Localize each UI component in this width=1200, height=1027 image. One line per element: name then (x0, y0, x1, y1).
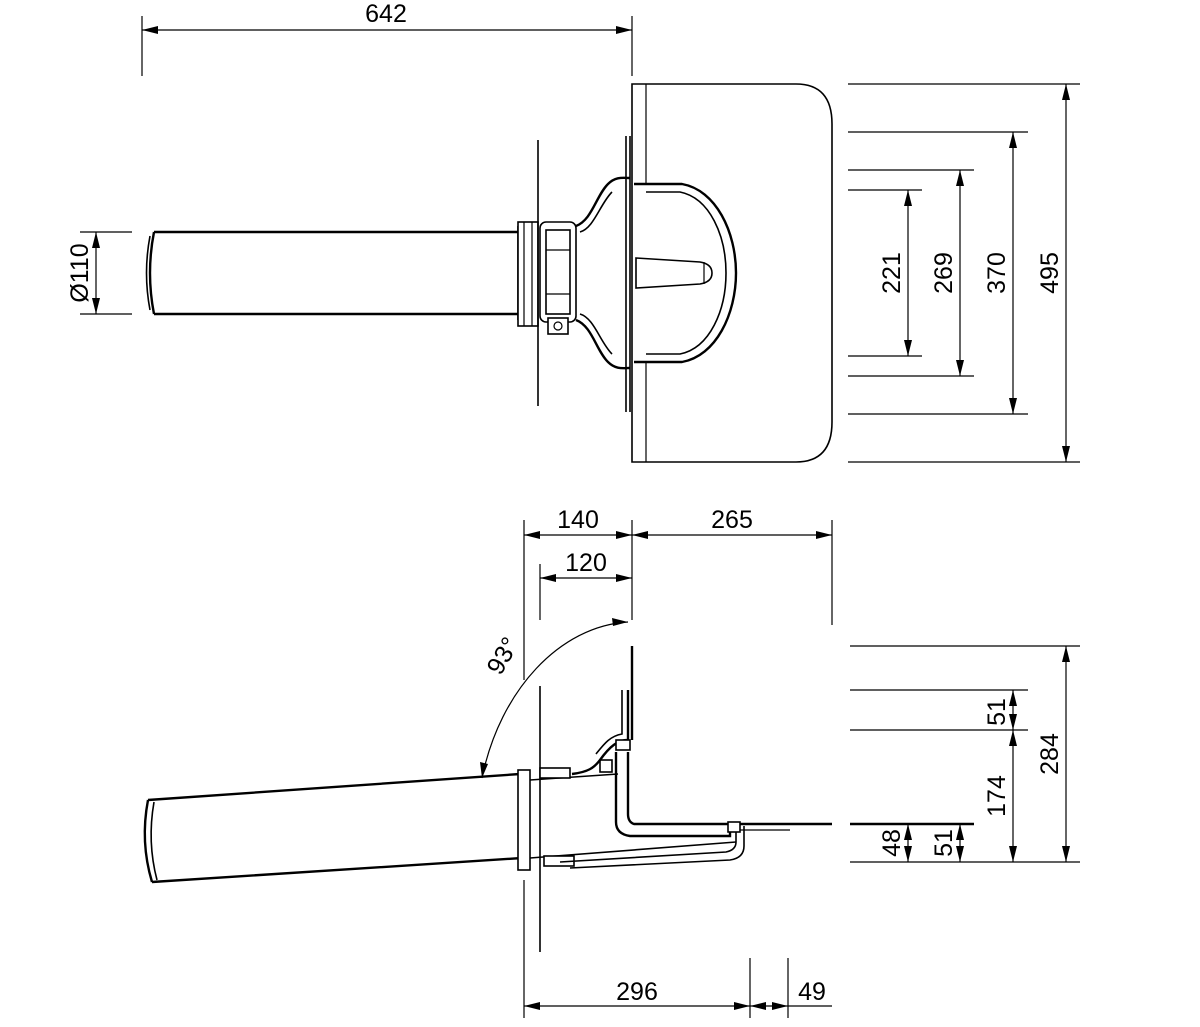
dimension-140-label: 140 (557, 506, 599, 534)
dimension-265-label: 265 (711, 506, 753, 534)
dimension-48-label: 48 (878, 829, 906, 857)
dimension-49: 49 (750, 958, 832, 1018)
dimension-174-label: 174 (983, 775, 1011, 817)
dimension-diameter-110-label: Ø110 (66, 243, 94, 302)
dimension-296: 296 (523, 880, 751, 1018)
top-view: 642 Ø110 (66, 0, 1080, 463)
dimension-495-label: 495 (1036, 252, 1064, 294)
top-dome (634, 182, 738, 364)
dimension-51-upper: 51 (983, 690, 1017, 730)
dimension-642: 642 (141, 0, 633, 76)
dimension-296-label: 296 (616, 978, 658, 1006)
dimension-140: 140 (523, 506, 633, 680)
dimension-370: 370 (983, 132, 1017, 414)
dimension-269: 269 (930, 170, 964, 376)
dimension-120: 120 (539, 549, 632, 620)
dimension-221-label: 221 (878, 252, 906, 294)
top-flange (575, 136, 631, 412)
top-roof-plate (631, 83, 833, 463)
dimension-51-lower: 51 (930, 824, 964, 862)
dimension-angle-93-label: 93° (481, 633, 524, 680)
top-outlet-pipe (145, 221, 539, 327)
dimension-495: 495 (1036, 84, 1070, 462)
dimension-284: 284 (1036, 646, 1070, 862)
dimension-221: 221 (878, 190, 912, 356)
side-right-extension-lines (850, 645, 1080, 863)
dimension-51-lower-label: 51 (930, 829, 958, 857)
dimension-265: 265 (632, 506, 833, 625)
dimension-49-label: 49 (798, 978, 826, 1006)
side-clamp (539, 759, 613, 867)
side-outlet-pipe (143, 769, 737, 884)
side-view: 140 265 120 93° (143, 506, 1080, 1018)
dimension-370-label: 370 (983, 252, 1011, 294)
dimension-diameter-110: Ø110 (66, 231, 132, 315)
dimension-269-label: 269 (930, 252, 958, 294)
dimension-48: 48 (878, 824, 912, 862)
dimension-284-label: 284 (1036, 733, 1064, 775)
top-clamp (539, 221, 577, 335)
dimension-51-upper-label: 51 (983, 698, 1011, 726)
dimension-642-label: 642 (365, 0, 407, 28)
top-right-extension-lines (848, 83, 1080, 463)
side-body (559, 690, 832, 869)
dimension-174: 174 (983, 730, 1017, 862)
dimension-120-label: 120 (565, 549, 607, 577)
